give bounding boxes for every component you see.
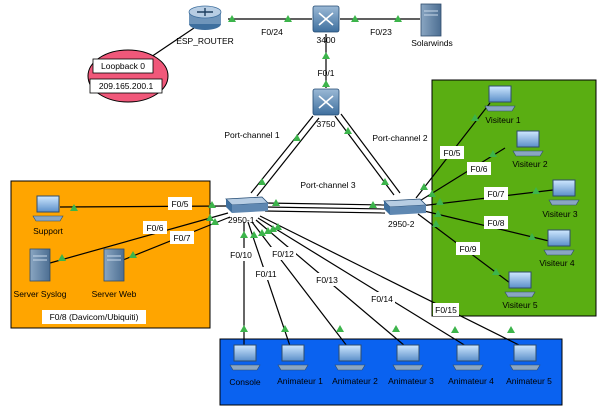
- port-label-syslog: F0/6: [146, 223, 163, 233]
- visiteur-2-label: Visiteur 2: [512, 159, 548, 169]
- animateur-1-label: Animateur 1: [277, 376, 323, 386]
- switch-2950-1-label: 2950-1: [228, 215, 255, 225]
- davicom-label: F0/8 (Davicom/Ubiquiti): [50, 312, 139, 322]
- visiteur-4-label: Visiteur 4: [539, 258, 575, 268]
- visiteur-1-label: Visiteur 1: [485, 115, 521, 125]
- switch-3750-icon[interactable]: [312, 88, 340, 116]
- switch-3400-label: 3400: [317, 35, 336, 45]
- switch-3750-label: 3750: [317, 119, 336, 129]
- port-label-router-3400: F0/24: [261, 27, 283, 37]
- port-label-v1: F0/5: [443, 148, 460, 158]
- animateur-1-pc-icon[interactable]: [277, 344, 309, 371]
- web-server-icon[interactable]: [103, 248, 125, 282]
- loopback-bubble: Loopback 0 209.165.200.1: [87, 49, 169, 103]
- port-label-v2: F0/6: [470, 164, 487, 174]
- animateur-4-pc-icon[interactable]: [452, 344, 484, 371]
- port-label-a5: F0/15: [435, 305, 457, 315]
- port-label-a3: F0/13: [316, 275, 338, 285]
- animateur-5-label: Animateur 5: [506, 376, 552, 386]
- visiteur-5-pc-icon[interactable]: [504, 271, 536, 298]
- port-label-3400-3750: F0/1: [317, 68, 334, 78]
- port-label-web: F0/7: [173, 233, 190, 243]
- port-label-a2: F0/12: [272, 249, 294, 259]
- visiteur-3-pc-icon[interactable]: [548, 179, 580, 206]
- port-channel-1-label: Port-channel 1: [224, 130, 280, 140]
- loopback-title: Loopback 0: [101, 61, 145, 71]
- port-label-support: F0/5: [171, 199, 188, 209]
- visiteur-5-label: Visiteur 5: [502, 300, 538, 310]
- animateur-3-label: Animateur 3: [388, 376, 434, 386]
- blue-zone: [219, 338, 563, 406]
- animateur-4-label: Animateur 4: [448, 376, 494, 386]
- port-label-3400-solarwinds: F0/23: [370, 27, 392, 37]
- port-label-console: F0/10: [230, 250, 252, 260]
- port-label-v5: F0/9: [459, 244, 476, 254]
- visiteur-2-pc-icon[interactable]: [512, 130, 544, 157]
- web-label: Server Web: [92, 289, 137, 299]
- solarwinds-label: Solarwinds: [411, 38, 453, 48]
- port-label-a4: F0/14: [371, 294, 393, 304]
- syslog-server-icon[interactable]: [29, 248, 51, 282]
- visiteur-4-pc-icon[interactable]: [543, 229, 575, 256]
- router-icon[interactable]: [188, 5, 222, 30]
- console-pc-icon[interactable]: [229, 344, 261, 371]
- support-pc-icon[interactable]: [32, 195, 64, 222]
- switch-2950-2-icon[interactable]: [383, 198, 427, 215]
- switch-2950-1-icon[interactable]: [225, 196, 269, 213]
- support-label: Support: [33, 226, 63, 236]
- port-label-v4: F0/8: [487, 218, 504, 228]
- console-label: Console: [229, 377, 260, 387]
- port-label-v3: F0/7: [487, 189, 504, 199]
- visiteur-1-pc-icon[interactable]: [484, 85, 516, 112]
- animateur-2-pc-icon[interactable]: [334, 344, 366, 371]
- loopback-ip: 209.165.200.1: [99, 81, 154, 91]
- visiteur-3-label: Visiteur 3: [542, 209, 578, 219]
- switch-3400-icon[interactable]: [312, 5, 340, 33]
- link-markers: [58, 15, 540, 333]
- animateur-2-label: Animateur 2: [332, 376, 378, 386]
- port-channel-2-label: Port-channel 2: [372, 133, 428, 143]
- port-label-a1: F0/11: [255, 269, 276, 279]
- solarwinds-server-icon[interactable]: [420, 3, 442, 37]
- router-label: ESP_ROUTER: [176, 36, 234, 46]
- animateur-5-pc-icon[interactable]: [509, 344, 541, 371]
- syslog-label: Server Syslog: [14, 289, 67, 299]
- port-channel-3-label: Port-channel 3: [300, 180, 356, 190]
- switch-2950-2-label: 2950-2: [388, 219, 415, 229]
- animateur-3-pc-icon[interactable]: [392, 344, 424, 371]
